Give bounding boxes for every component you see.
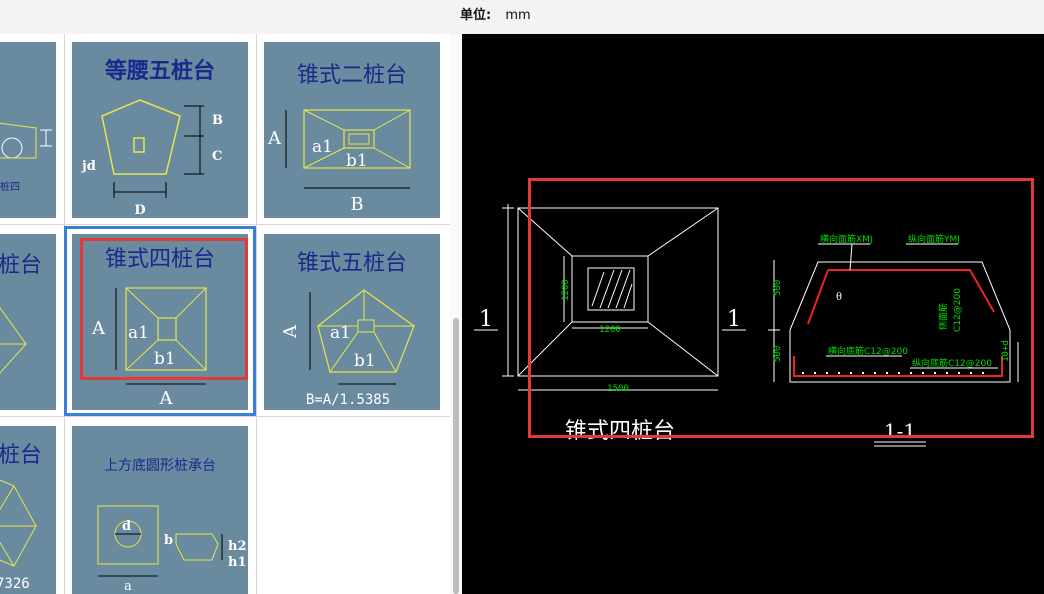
- svg-text:纵向底筋C12@200: 纵向底筋C12@200: [912, 357, 992, 369]
- svg-text:500: 500: [773, 280, 783, 296]
- svg-text:a1: a1: [312, 137, 333, 157]
- svg-text:A: A: [267, 128, 282, 149]
- unit-readout: 单位: mm: [460, 4, 531, 23]
- svg-text:B: B: [350, 194, 363, 215]
- svg-text:C: C: [212, 149, 222, 164]
- cad-preview-canvas: 1500 1200 1200 1 1 锥式四桩台: [462, 34, 1044, 594]
- svg-text:A: A: [159, 388, 174, 409]
- grid-divider: [0, 416, 450, 417]
- svg-text:1: 1: [479, 307, 493, 332]
- svg-text:jd: jd: [81, 159, 96, 174]
- svg-text:1500: 1500: [607, 384, 629, 394]
- pile-cap-thumb-isosceles-five[interactable]: 等腰五桩台 B C jd D: [72, 42, 248, 218]
- svg-text:B=A/1.5385: B=A/1.5385: [306, 392, 390, 408]
- selected-cell-frame: [64, 226, 256, 416]
- svg-text:侧面筋: 侧面筋: [937, 303, 949, 330]
- svg-text:h2: h2: [228, 539, 247, 554]
- svg-text:A: A: [280, 324, 301, 339]
- svg-text:D: D: [134, 203, 145, 218]
- svg-text:θ: θ: [836, 292, 842, 303]
- unit-label: 单位:: [460, 8, 492, 23]
- thumb-title: 锥式二桩台: [297, 63, 407, 88]
- svg-text:横向底筋C12@200: 横向底筋C12@200: [828, 345, 908, 357]
- section-view: 500 500 θ 10+d 横向面筋XMJ 纵向面筋YMJ 侧面筋 C12@2…: [768, 233, 1019, 447]
- pile-cap-gallery: 桩四 等腰五桩台 B C jd D 锥式二桩台: [0, 34, 450, 594]
- plan-title: 锥式四桩台: [565, 419, 675, 444]
- plan-view: 1500 1200 1200 1 1 锥式四桩台: [474, 204, 746, 444]
- svg-text:横向面筋XMJ: 横向面筋XMJ: [820, 233, 873, 245]
- pile-cap-thumb-partial-3[interactable]: 桩台 7326: [0, 426, 56, 594]
- svg-text:a: a: [124, 579, 132, 594]
- svg-text:d: d: [122, 519, 131, 534]
- svg-text:10+d: 10+d: [1001, 340, 1011, 362]
- svg-text:500: 500: [773, 346, 783, 362]
- svg-text:b1: b1: [346, 151, 368, 171]
- pile-cap-thumb-partial-2[interactable]: 桩台: [0, 234, 56, 410]
- svg-text:1200: 1200: [561, 279, 571, 301]
- pile-cap-thumb-partial-1[interactable]: 桩四: [0, 42, 56, 218]
- svg-text:1200: 1200: [599, 325, 621, 335]
- svg-text:纵向面筋YMJ: 纵向面筋YMJ: [908, 233, 960, 245]
- thumb-partial-note: 7326: [0, 576, 30, 592]
- pile-cap-thumb-round-pile[interactable]: 上方底圆形桩承台 d a b h2 h1: [72, 426, 248, 594]
- svg-text:A: A: [91, 318, 106, 339]
- thumb-highlight-box: [80, 238, 248, 380]
- section-title: 1-1: [884, 419, 916, 443]
- preview-highlight-box: [528, 178, 1034, 438]
- thumb-partial-title: 桩台: [0, 253, 42, 278]
- svg-text:b1: b1: [354, 351, 376, 371]
- svg-text:B: B: [212, 113, 223, 128]
- svg-text:b1: b1: [154, 349, 176, 369]
- grid-divider: [256, 34, 257, 594]
- pile-cap-thumb-cone-two[interactable]: 锥式二桩台 A a1 b1 B: [264, 42, 440, 218]
- unit-value: mm: [505, 8, 531, 23]
- grid-divider: [0, 224, 450, 225]
- svg-text:b: b: [164, 533, 173, 548]
- svg-text:a1: a1: [330, 323, 351, 343]
- svg-text:a1: a1: [128, 323, 149, 343]
- pile-cap-thumb-cone-four[interactable]: 锥式四桩台 A a1 b1 A: [72, 234, 248, 410]
- svg-text:h1: h1: [228, 555, 247, 570]
- thumb-partial-title: 桩四: [0, 180, 20, 193]
- thumb-title: 等腰五桩台: [105, 58, 215, 84]
- pile-cap-thumb-cone-five[interactable]: 锥式五桩台 A a1 b1 B=A/1.5385: [264, 234, 440, 410]
- thumb-title: 锥式五桩台: [297, 251, 407, 276]
- svg-text:C12@200: C12@200: [953, 288, 963, 332]
- thumb-title: 锥式四桩台: [105, 247, 215, 272]
- thumb-partial-title: 桩台: [0, 443, 42, 468]
- gallery-scrollbar-thumb[interactable]: [453, 318, 459, 594]
- thumb-title: 上方底圆形桩承台: [104, 457, 216, 474]
- svg-text:1: 1: [727, 307, 741, 332]
- top-bar: 单位: mm: [0, 0, 1044, 34]
